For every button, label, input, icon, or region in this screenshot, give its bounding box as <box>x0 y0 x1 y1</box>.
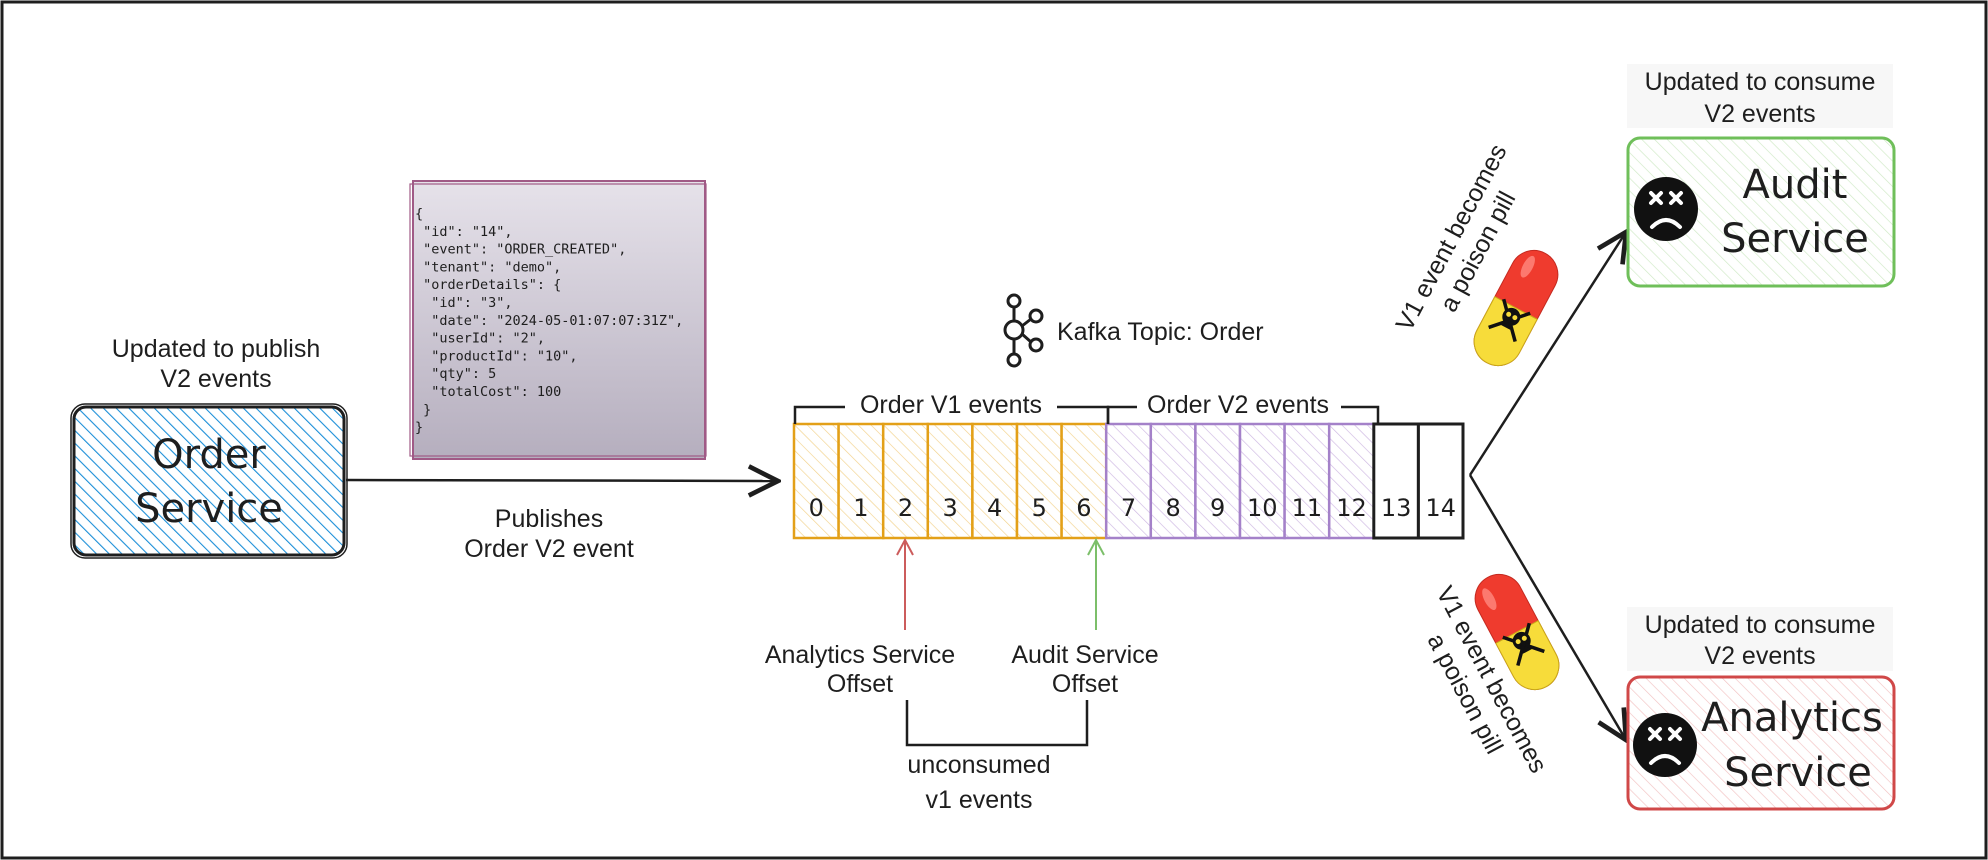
order-service-title-line2: Service <box>135 486 283 532</box>
payload-line: } <box>415 402 431 418</box>
offset-number: 5 <box>1032 494 1047 522</box>
unconsumed-label-line1: unconsumed <box>907 751 1050 779</box>
order-service-title-line1: Order <box>152 432 266 478</box>
audit-caption-line1: Updated to consume <box>1645 68 1876 96</box>
new-offset-cell: 13 <box>1372 422 1420 540</box>
event-payload-card: { "id": "14", "event": "ORDER_CREATED", … <box>409 180 707 460</box>
v1-offset-cell: 3 <box>926 422 974 540</box>
analytics-offset-label-line1: Analytics Service <box>765 641 955 669</box>
v1-events-label: Order V1 events <box>860 391 1042 419</box>
new-offset-cell: 14 <box>1416 422 1465 540</box>
offset-number: 8 <box>1165 494 1180 522</box>
analytics-title-line1: Analytics <box>1701 695 1883 741</box>
v2-offset-cell: 8 <box>1149 422 1197 540</box>
v2-offset-cell: 12 <box>1327 422 1376 540</box>
payload-line: "orderDetails": { <box>415 277 561 293</box>
payload-line: "tenant": "demo", <box>415 259 561 275</box>
unconsumed-label-line2: v1 events <box>925 786 1032 814</box>
v1-offset-cell: 5 <box>1015 422 1063 540</box>
v1-offset-cell: 6 <box>1060 422 1108 540</box>
offset-number: 2 <box>898 494 913 522</box>
payload-line: "qty": 5 <box>415 366 496 382</box>
payload-line: "date": "2024-05-01:07:07:31Z", <box>415 313 683 329</box>
publish-label-line1: Publishes <box>495 505 603 533</box>
offset-number: 14 <box>1425 494 1456 522</box>
offset-number: 13 <box>1381 494 1412 522</box>
offset-number: 1 <box>853 494 868 522</box>
offset-number: 10 <box>1247 494 1278 522</box>
sad-face-icon <box>1634 177 1698 241</box>
payload-line: "id": "14", <box>415 224 513 240</box>
analytics-service-box <box>1626 675 1896 811</box>
v2-offset-cell: 10 <box>1238 422 1286 540</box>
audit-service-node: Updated to consume V2 events Audit Servi… <box>1626 64 1896 288</box>
payload-line: "event": "ORDER_CREATED", <box>415 242 626 258</box>
analytics-title-line2: Service <box>1724 750 1872 796</box>
audit-title-line2: Service <box>1721 216 1869 262</box>
poison-pill-icon <box>1474 573 1560 691</box>
kafka-topic-header: Kafka Topic: Order <box>1003 293 1264 368</box>
payload-line: { <box>415 206 423 222</box>
v1-offset-cell: 2 <box>881 422 930 540</box>
v2-offset-cell: 11 <box>1283 422 1331 540</box>
poison-pill-icon <box>1473 249 1559 367</box>
audit-service-box <box>1626 136 1896 288</box>
arrow-to-analytics <box>1468 474 1626 740</box>
audit-offset-label-line1: Audit Service <box>1011 641 1158 669</box>
analytics-service-node: Updated to consume V2 events Analytics S… <box>1626 607 1896 811</box>
audit-offset-label-line2: Offset <box>1052 670 1118 698</box>
kafka-icon <box>1003 293 1044 368</box>
payload-line: "userId": "2", <box>415 331 545 347</box>
sad-face-icon <box>1633 713 1697 777</box>
v2-offset-cell: 9 <box>1194 422 1242 540</box>
v2-events-label: Order V2 events <box>1147 391 1329 419</box>
payload-line: "id": "3", <box>415 295 513 311</box>
arrow-to-audit <box>1468 232 1626 476</box>
payload-line: "totalCost": 100 <box>415 384 561 400</box>
order-service-node: Updated to publish V2 events Order Servi… <box>70 335 348 559</box>
order-service-caption-line1: Updated to publish <box>112 335 320 363</box>
offset-number: 0 <box>809 494 824 522</box>
v1-offset-cell: 1 <box>837 422 885 540</box>
unconsumed-bracket <box>905 700 1089 747</box>
offset-number: 4 <box>987 494 1002 522</box>
publish-arrow <box>345 480 778 481</box>
kafka-topic-label: Kafka Topic: Order <box>1057 318 1264 346</box>
v1-offset-cell: 4 <box>971 422 1019 540</box>
audit-title-line1: Audit <box>1743 162 1848 208</box>
offset-number: 3 <box>942 494 957 522</box>
audit-caption-line2: V2 events <box>1704 100 1815 128</box>
order-service-caption-line2: V2 events <box>160 365 271 393</box>
publish-label-line2: Order V2 event <box>464 535 634 563</box>
offset-number: 11 <box>1292 494 1323 522</box>
payload-json: { "id": "14", "event": "ORDER_CREATED", … <box>415 206 683 436</box>
v2-offset-cell: 7 <box>1104 422 1153 540</box>
offset-number: 7 <box>1121 494 1136 522</box>
offset-number: 9 <box>1210 494 1225 522</box>
analytics-caption-line2: V2 events <box>1704 642 1815 670</box>
payload-line: } <box>415 420 423 436</box>
analytics-offset-label-line2: Offset <box>827 670 893 698</box>
offset-number: 6 <box>1076 494 1091 522</box>
v1-offset-cell: 0 <box>792 422 840 540</box>
order-service-box <box>72 405 346 557</box>
payload-line: "productId": "10", <box>415 348 578 364</box>
offset-number: 12 <box>1336 494 1367 522</box>
analytics-caption-line1: Updated to consume <box>1645 611 1876 639</box>
